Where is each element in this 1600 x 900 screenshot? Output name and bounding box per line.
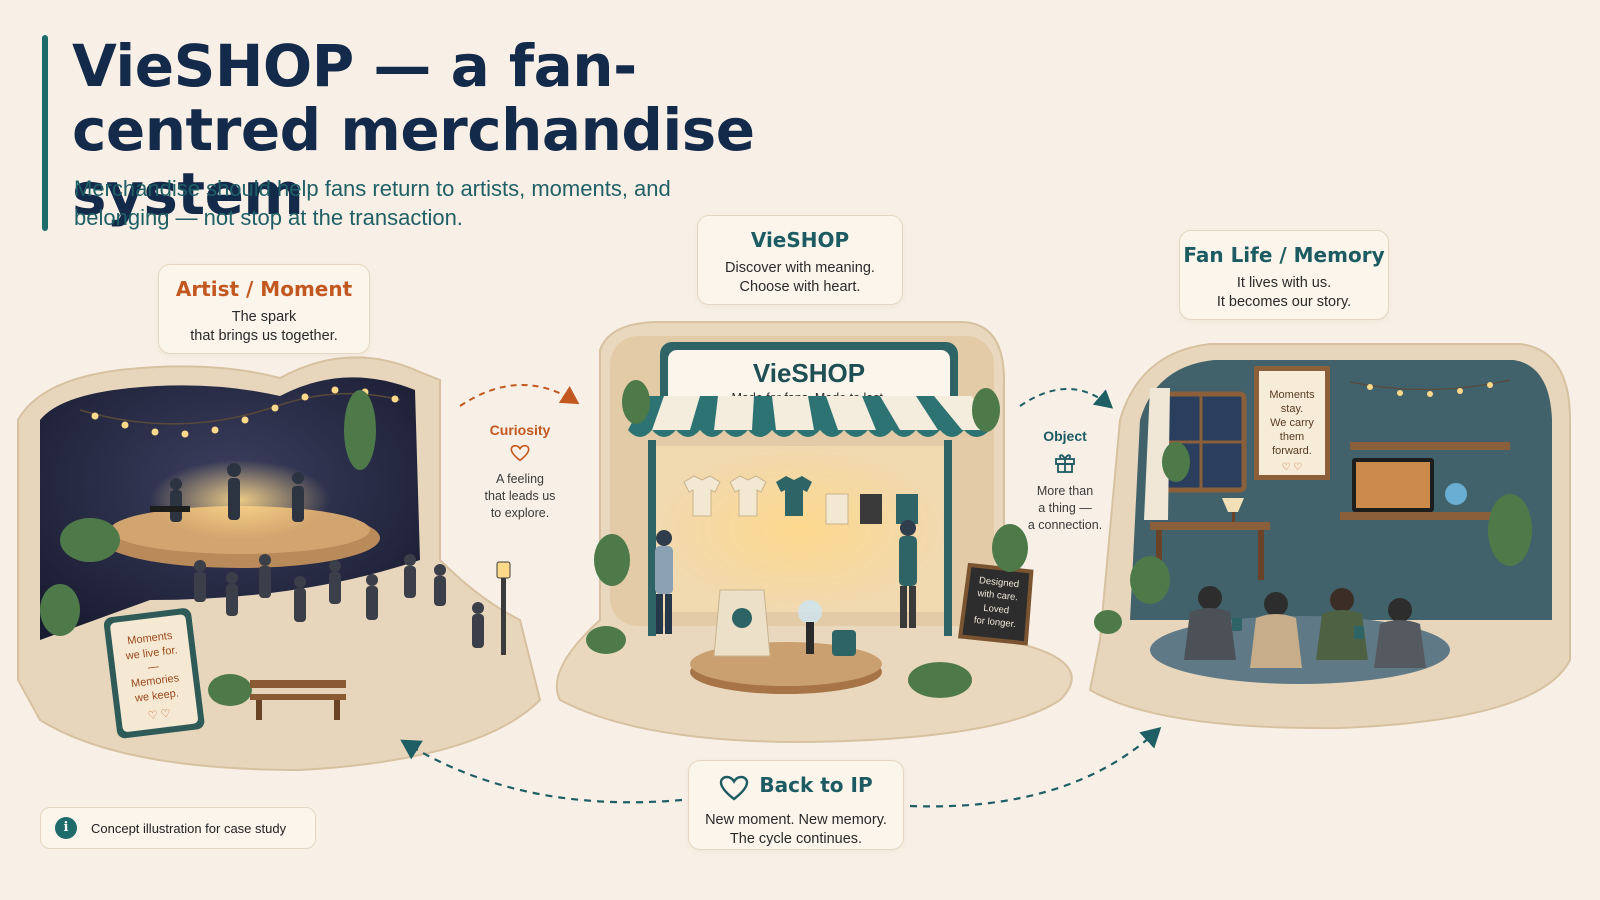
- object-line-1: More than: [1036, 484, 1094, 498]
- fan-life-card: Fan Life / Memory It lives with us. It b…: [1179, 230, 1389, 320]
- room-poster-line-4: them: [1280, 431, 1304, 443]
- object-line-3: a connection.: [1027, 518, 1103, 532]
- vieshop-title: VieSHOP: [750, 228, 850, 252]
- fan-life-line-1: It lives with us.: [1236, 275, 1332, 291]
- page-title: VieSHOP — a fan-centred merchandise syst…: [72, 32, 755, 228]
- shop-board-line-1: Designed: [978, 575, 1019, 590]
- footer-note: i Concept illustration for case study: [40, 807, 316, 849]
- arrow-shop-to-fan: [1019, 388, 1114, 409]
- shop-board-line-4: for longer.: [973, 615, 1016, 630]
- arrow-artist-to-shop: [459, 384, 580, 407]
- room-poster-line-1: Moments: [1269, 389, 1315, 401]
- stage-sign-line-1: Moments: [127, 630, 174, 647]
- artist-moment-title: Artist / Moment: [175, 277, 353, 301]
- curiosity-line-2: that leads us: [484, 489, 556, 503]
- vieshop-line-1: Discover with meaning.: [725, 260, 875, 276]
- page-subtitle: Merchandise should help fans return to a…: [74, 176, 671, 230]
- artist-stage-diorama: Moments we live for. — Memories we keep.…: [17, 356, 542, 772]
- stage-sign-line-5: we keep.: [133, 687, 179, 704]
- curiosity-title: Curiosity: [489, 422, 551, 438]
- gift-icon: [1055, 454, 1075, 473]
- heart-outline-icon: [510, 444, 530, 462]
- room-poster-line-3: We carry: [1270, 417, 1314, 429]
- back-to-ip-title: Back to IP: [759, 773, 873, 797]
- stage-sign-hearts-icon: ♡ ♡: [147, 708, 171, 723]
- back-to-ip-line-1: New moment. New memory.: [705, 812, 887, 828]
- artist-moment-line-1: The spark: [231, 309, 297, 325]
- room-poster-line-2: stay.: [1281, 403, 1303, 415]
- shop-board-line-3: Loved: [983, 603, 1010, 617]
- back-to-ip-card: Back to IP New moment. New memory. The c…: [688, 760, 904, 850]
- room-poster-line-5: forward.: [1272, 445, 1312, 457]
- vieshop-store-diorama: VieSHOP Made for fans. Made to last.: [555, 321, 1073, 744]
- heart-outline-icon: [720, 775, 749, 801]
- shop-board-line-2: with care.: [976, 588, 1019, 603]
- artist-moment-line-2: that brings us together.: [190, 328, 338, 344]
- object-line-2: a thing —: [1038, 501, 1092, 515]
- shop-banner-title: VieSHOP: [753, 358, 865, 388]
- footer-note-text: Concept illustration for case study: [91, 820, 287, 836]
- object-title: Object: [1043, 428, 1087, 444]
- curiosity-line-1: A feeling: [496, 472, 544, 486]
- vieshop-line-2: Choose with heart.: [739, 279, 861, 295]
- arrow-back-to-artist: [400, 739, 683, 804]
- arrow-back-to-fan: [909, 727, 1162, 808]
- fan-life-title: Fan Life / Memory: [1183, 243, 1385, 267]
- object-transition: Object More than a thing — a connection.: [1015, 428, 1115, 534]
- info-icon: i: [55, 817, 77, 839]
- curiosity-transition: Curiosity A feeling that leads us to exp…: [470, 422, 570, 522]
- vieshop-card: VieSHOP Discover with meaning. Choose wi…: [697, 215, 903, 305]
- poster-hearts-icon: ♡ ♡: [1282, 462, 1303, 473]
- fan-room-diorama: Moments stay. We carry them forward. ♡ ♡: [1088, 343, 1571, 730]
- curiosity-line-3: to explore.: [490, 506, 550, 520]
- back-to-ip-line-2: The cycle continues.: [729, 831, 863, 847]
- stage-sign-line-3: —: [147, 661, 159, 674]
- header-accent-bar: [42, 35, 48, 231]
- fan-life-line-2: It becomes our story.: [1216, 294, 1352, 310]
- stage-sign-line-4: Memories: [130, 672, 180, 690]
- artist-moment-card: Artist / Moment The spark that brings us…: [158, 264, 370, 354]
